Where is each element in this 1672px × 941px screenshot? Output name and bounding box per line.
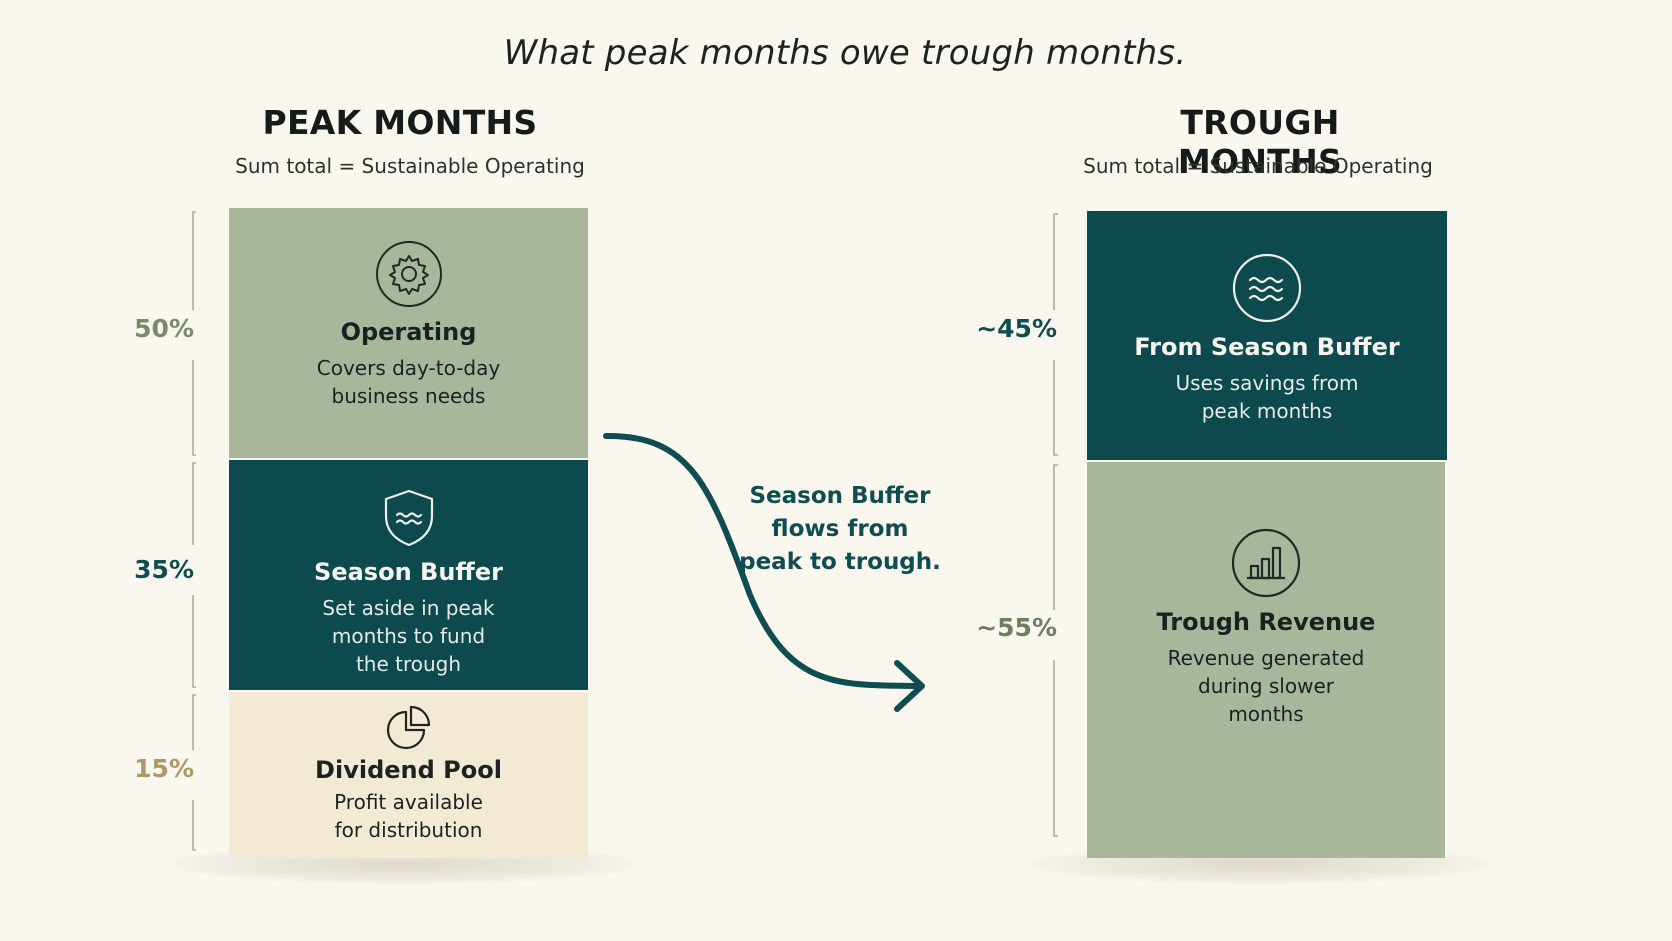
shield-waves-icon [382,488,436,548]
pie-chart-icon [384,704,434,752]
waves-icon [1232,253,1302,323]
season-buffer-block: Season Buffer Set aside in peak months t… [229,460,588,690]
gear-icon [375,240,443,308]
trough-revenue-title: Trough Revenue [1156,608,1376,636]
peak-heading: PEAK MONTHS [262,103,538,142]
trough-heading: TROUGH MONTHS [1177,103,1343,181]
season-buffer-title: Season Buffer [314,558,503,586]
operating-desc: Covers day-to-day business needs [316,356,501,408]
trough-revenue-block: Trough Revenue Revenue generated during … [1087,462,1445,858]
from-season-buffer-block: From Season Buffer Uses savings from pea… [1087,211,1447,460]
percent-dividend-pool: 15% [134,754,194,783]
operating-title: Operating [340,318,477,346]
percent-season-buffer: 35% [134,555,194,584]
percent-trough-revenue: ~55% [976,613,1057,642]
dividend-pool-title: Dividend Pool [315,756,502,784]
bar-chart-icon [1231,528,1301,598]
peak-brackets [192,211,196,851]
season-buffer-desc: Set aside in peak months to fund the tro… [322,596,495,676]
peak-subtitle: Sum total = Sustainable Operating [235,154,585,178]
from-season-buffer-desc: Uses savings from peak months [1175,371,1359,423]
trough-brackets [1053,213,1058,837]
operating-block: Operating Covers day-to-day business nee… [229,208,588,458]
dividend-pool-desc: Profit available for distribution [334,790,483,842]
flow-label: Season Buffer flows from peak to trough. [739,483,941,575]
flow-arrow [603,432,925,712]
percent-from-season-buffer: ~45% [976,314,1057,343]
percent-operating: 50% [134,314,194,343]
trough-revenue-desc: Revenue generated during slower months [1167,646,1365,726]
trough-subtitle: Sum total = Sustainable Operating [1083,154,1433,178]
dividend-pool-block: Dividend Pool Profit available for distr… [229,692,588,858]
from-season-buffer-title: From Season Buffer [1134,333,1400,361]
page-title: What peak months owe trough months. [503,33,1187,73]
